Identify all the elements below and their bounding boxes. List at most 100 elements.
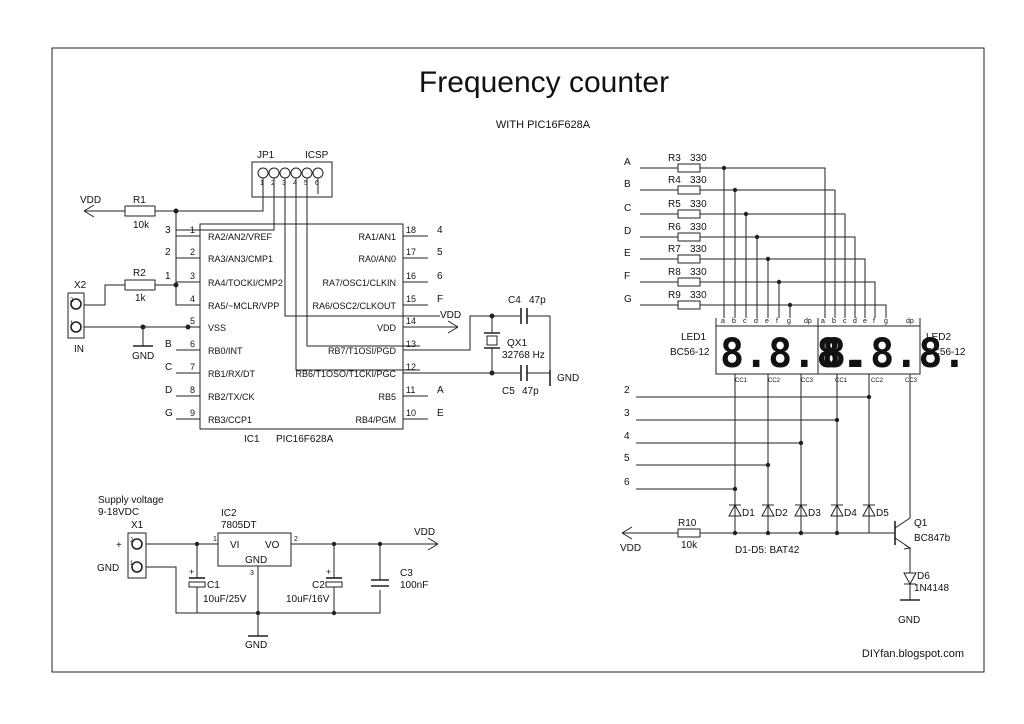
diode-d4: D4 [830, 503, 857, 519]
led1-digits: 8.8.8. [720, 331, 865, 377]
diode-d2: D2 [761, 503, 788, 519]
ic1-pin-15-num: 15 [406, 294, 416, 304]
led2-pin-dp: dp [906, 318, 914, 325]
q1-ref: Q1 [914, 518, 928, 529]
gnd-label-q1: GND [898, 615, 920, 626]
d4-label: D4 [844, 508, 857, 519]
r5-value: 330 [690, 199, 707, 210]
led1-pin-d: d [754, 318, 758, 325]
ic1-net-pin3: 1 [165, 271, 171, 282]
led1-pin-a: a [721, 318, 725, 325]
net-g: G [624, 294, 632, 305]
x1-ref: X1 [131, 520, 144, 531]
x2-pin-1: 1 [70, 321, 74, 327]
ic1-pin-13-num: 13 [406, 339, 416, 349]
wire-gnd-return [146, 566, 381, 614]
led2-pin-e: e [863, 318, 867, 325]
diode-d1: D1 [728, 503, 755, 519]
vdd-symbol-pin14: VDD [440, 310, 461, 334]
wire-r2 [84, 284, 176, 306]
led1-pin-b: b [732, 318, 736, 325]
ic2-pin-3: 3 [250, 570, 254, 577]
jp1-pin-1: 1 [260, 180, 264, 187]
net-c: C [624, 203, 631, 214]
r5-ref: R5 [668, 199, 681, 210]
digit-net-5: 5 [624, 453, 630, 464]
r6-ref: R6 [668, 222, 681, 233]
ic2-part: 7805DT [221, 520, 257, 531]
r6-value: 330 [690, 222, 707, 233]
ic1-net-pin15: F [437, 294, 443, 305]
crystal-qx1: QX1 32768 Hz [484, 332, 545, 361]
r9-value: 330 [690, 290, 707, 301]
r8-ref: R8 [668, 267, 681, 278]
d1-label: D1 [742, 508, 755, 519]
ic1-pin-2-num: 2 [190, 247, 195, 257]
ic1-pin-12-num: 12 [406, 362, 416, 372]
supply-label-2: 9-18VDC [98, 507, 139, 518]
ic1-pin-11-num: 11 [406, 385, 415, 395]
page-subtitle: WITH PIC16F628A [496, 119, 591, 131]
led1-cc1: CC1 [735, 378, 748, 384]
r3-value: 330 [690, 153, 707, 164]
qx1-value: 32768 Hz [502, 350, 545, 361]
ic1-pin-4-name: RA5/~MCLR/VPP [208, 301, 279, 311]
display-led2: 8.8.8. LED2 BC56-12 a b c d e f g dp CC1… [817, 318, 967, 384]
ic1-pin-1-name: RA2/AN2/VREF [208, 232, 273, 242]
diode-d6: D6 1N4148 [903, 566, 949, 600]
jp1-pin-5: 5 [304, 180, 308, 187]
ic1-pin-16-name: RA7/OSC1/CLKIN [322, 278, 396, 288]
wire-osc-pin13 [428, 315, 520, 351]
ic1-net-pin8: D [165, 385, 172, 396]
led2-pin-g: g [884, 318, 888, 325]
ic1-pin-7-num: 7 [190, 362, 195, 372]
x2-ref: X2 [74, 280, 87, 291]
led2-digits: 8.8.8. [822, 331, 967, 377]
vdd-label-reg: VDD [414, 527, 435, 538]
c2-value: 10uF/16V [286, 594, 330, 605]
gnd-label-c5: GND [557, 373, 579, 384]
capacitor-c4: C4 47p [508, 295, 550, 324]
ic2-pin-2: 2 [294, 536, 298, 543]
ic1-net-pin17: 5 [437, 247, 443, 258]
vdd-label-r1: VDD [80, 195, 101, 206]
led2-pin-a: a [821, 318, 825, 325]
c1-plus: + [189, 567, 194, 577]
ic1-net-pin7: C [165, 362, 172, 373]
ic1-pic16f628a: RA2/AN2/VREF RA3/AN3/CMP1 RA4/TOCKI/CMP2… [176, 223, 428, 445]
ic1-net-pin11: A [437, 385, 444, 396]
digit-net-3: 3 [624, 408, 630, 419]
supply-connector-x1: X1 + GND 2 1 [97, 520, 147, 579]
c5-value: 47p [522, 386, 539, 397]
led1-pin-dp: dp [804, 318, 812, 325]
led1-pin-f: f [776, 318, 778, 325]
ic1-pin-16-num: 16 [406, 271, 416, 281]
ic1-pin-13-name: RB7/T1OSI/PGD [328, 346, 397, 356]
resistor-r10 [677, 528, 701, 538]
ic1-pin-9-name: RB3/CCP1 [208, 415, 252, 425]
diode-d3: D3 [794, 503, 821, 519]
wire-digit-nets [636, 396, 869, 490]
ic1-pin-8-name: RB2/TX/CK [208, 392, 255, 402]
r8-value: 330 [690, 267, 707, 278]
r10-value: 10k [681, 540, 698, 551]
vdd-symbol-r10: VDD [620, 526, 641, 554]
ic1-pin-10-num: 10 [406, 408, 416, 418]
transistor-q1: Q1 BC847b [894, 500, 951, 566]
ic1-pin-12-name: RB6/T1OSO/T1CKI/PGC [295, 369, 396, 379]
regulator-ic2: IC2 7805DT VI VO GND 1 2 3 [213, 508, 298, 577]
jp1-pin-2: 2 [271, 180, 275, 187]
jp1-pin-4: 4 [293, 180, 297, 187]
led1-ref: LED1 [681, 332, 706, 343]
ic1-pin-18-name: RA1/AN1 [358, 232, 396, 242]
ic1-pin-3-num: 3 [190, 271, 195, 281]
ic1-pin-17-num: 17 [406, 247, 416, 257]
d6-ref: D6 [917, 571, 930, 582]
wire-jp1-4 [295, 178, 420, 371]
x1-plus: + [116, 540, 122, 551]
c2-plus: + [326, 567, 331, 577]
x1-gnd: GND [97, 563, 119, 574]
capacitor-c3: C3 100nF [371, 568, 428, 591]
supply-label-1: Supply voltage [98, 495, 164, 506]
